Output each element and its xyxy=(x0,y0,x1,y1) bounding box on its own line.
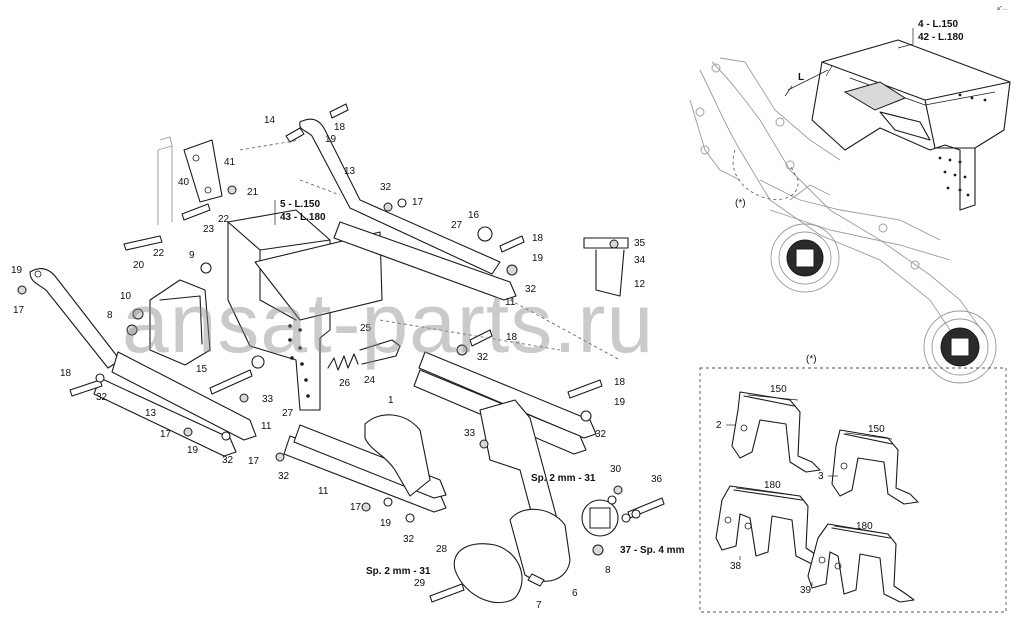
callout-30: 30 xyxy=(610,464,622,475)
callout-19-bottom: 19 xyxy=(380,518,392,529)
watermark: ansat-parts.ru xyxy=(122,276,654,370)
callout-18-left: 18 xyxy=(60,368,72,379)
callout-32-top: 32 xyxy=(380,182,392,193)
callout-27-top: 27 xyxy=(451,220,463,231)
callout-14: 14 xyxy=(264,115,276,126)
callout-23: 23 xyxy=(203,224,215,235)
callout-28: 28 xyxy=(436,544,448,555)
callout-32-mid: 32 xyxy=(477,352,489,363)
callout-16: 16 xyxy=(468,210,480,221)
callout-19: 19 xyxy=(325,134,337,145)
washers xyxy=(17,185,641,556)
callout-labels: 14 18 19 13 41 40 21 22 23 22 20 9 19 17… xyxy=(11,115,685,611)
corner-mark: a" ... xyxy=(997,6,1007,12)
callout-19-right: 19 xyxy=(614,397,626,408)
callout-27-left: 27 xyxy=(282,408,294,419)
callout-33-mid: 33 xyxy=(464,428,476,439)
rotor-hub-upper xyxy=(770,223,840,293)
callout-18-top: 18 xyxy=(532,233,544,244)
callout-41: 41 xyxy=(224,157,236,168)
callout-19-top: 19 xyxy=(532,253,544,264)
callout-10: 10 xyxy=(120,291,132,302)
inset-title: (*) xyxy=(806,354,817,365)
inset-dim-3: 180 xyxy=(764,480,781,491)
callout-17-lower: 17 xyxy=(248,456,260,467)
callout-12: 12 xyxy=(634,279,646,290)
frame-callout-line2: 42 - L.180 xyxy=(918,32,964,43)
callout-34: 34 xyxy=(634,255,646,266)
plate-callout-line2: 43 - L.180 xyxy=(280,212,326,223)
callout-32-lower2: 32 xyxy=(278,471,290,482)
callout-13: 13 xyxy=(344,166,356,177)
callout-31-left: Sp. 2 mm - 31 xyxy=(366,566,431,577)
inset-part-38: 38 xyxy=(730,561,742,572)
callout-21: 21 xyxy=(247,187,259,198)
callout-15: 15 xyxy=(196,364,208,375)
callout-9: 9 xyxy=(189,250,195,261)
blade-holder-38: 180 38 xyxy=(715,480,827,572)
inset-part-39: 39 xyxy=(800,585,812,596)
frame-assembly: L (*) 4 - L.150 42 - L.180 a" ... xyxy=(689,6,1011,384)
callout-17-left: 17 xyxy=(13,305,25,316)
callout-32-right2: 32 xyxy=(595,429,607,440)
inset-dim-4: 180 xyxy=(856,521,873,532)
callout-13-left: 13 xyxy=(145,408,157,419)
frame-callout-line1: 4 - L.150 xyxy=(918,19,958,30)
callout-22-lower: 22 xyxy=(153,248,165,259)
callout-32-right: 32 xyxy=(525,284,537,295)
callout-17-top: 17 xyxy=(412,197,424,208)
callout-24: 24 xyxy=(364,375,376,386)
callout-32-lower: 32 xyxy=(222,455,234,466)
callout-19-left: 19 xyxy=(11,265,23,276)
plate-callout-line1: 5 - L.150 xyxy=(280,199,320,210)
callout-32-bottom: 32 xyxy=(403,534,415,545)
callout-18-right: 18 xyxy=(614,377,626,388)
callout-1: 1 xyxy=(388,395,394,406)
detail-marker: (*) xyxy=(735,198,746,209)
callout-8-bottom: 8 xyxy=(605,565,611,576)
blade-holder-2: 150 2 xyxy=(716,384,821,473)
callout-11-bottom: 11 xyxy=(318,486,329,497)
blade-holder-39: 180 39 xyxy=(800,521,915,603)
callout-6: 6 xyxy=(572,588,578,599)
callout-26: 26 xyxy=(339,378,351,389)
callout-17-mid: 17 xyxy=(160,429,172,440)
inset-dim-1: 150 xyxy=(770,384,787,395)
callout-18-mid: 18 xyxy=(506,332,518,343)
hub-disc-37 xyxy=(581,499,619,537)
callout-40: 40 xyxy=(178,177,190,188)
callout-11-top: 11 xyxy=(505,297,516,308)
callout-19-mid: 19 xyxy=(187,445,199,456)
inset-part-3: 3 xyxy=(818,471,824,482)
inset-part-2: 2 xyxy=(716,420,722,431)
callout-25: 25 xyxy=(360,323,372,334)
callout-31-right: Sp. 2 mm - 31 xyxy=(531,473,596,484)
dimension-L-label: L xyxy=(798,72,804,83)
callout-37: 37 - Sp. 4 mm xyxy=(620,545,685,556)
rotor-hub-lower xyxy=(923,310,997,384)
blade-holder-3: 150 3 xyxy=(818,424,919,505)
callout-29: 29 xyxy=(414,578,426,589)
callout-32-left: 32 xyxy=(96,392,108,403)
bolts xyxy=(69,103,665,603)
callout-17-bottom: 17 xyxy=(350,502,362,513)
inset-dim-2: 150 xyxy=(868,424,885,435)
callout-7: 7 xyxy=(536,600,542,611)
callout-11-left: 11 xyxy=(261,421,272,432)
callout-8-left: 8 xyxy=(107,310,113,321)
callout-33-left: 33 xyxy=(262,394,274,405)
callout-35: 35 xyxy=(634,238,646,249)
callout-36: 36 xyxy=(651,474,663,485)
inset-detail: (*) 150 2 150 3 180 xyxy=(699,354,1007,613)
callout-22-upper: 22 xyxy=(218,214,230,225)
exploded-parts: 5 - L.150 43 - L.180 xyxy=(17,103,665,604)
callout-18: 18 xyxy=(334,122,346,133)
callout-20: 20 xyxy=(133,260,145,271)
